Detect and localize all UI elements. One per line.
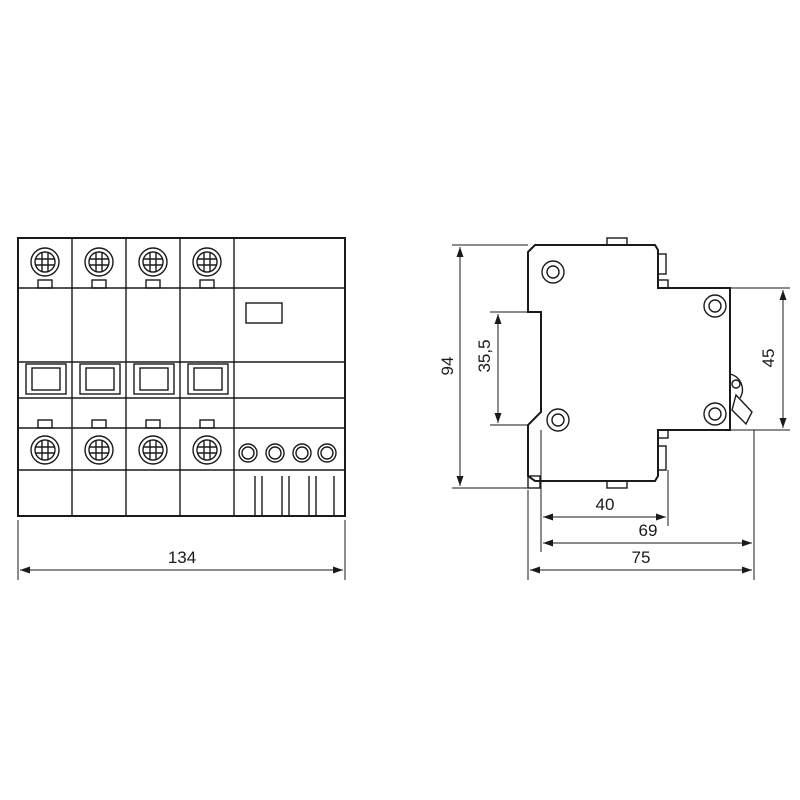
screw-terminal-icon (192, 247, 222, 277)
screw-terminal-icon (138, 435, 168, 465)
lever-slot-inner (85, 367, 115, 391)
screw-icon (546, 408, 570, 432)
terminal-tab (145, 279, 161, 289)
screw-terminal-icon (84, 247, 114, 277)
bottom-clip (606, 480, 628, 489)
front-body-outline (17, 237, 346, 517)
terminal-tab (91, 279, 107, 289)
top-terminal-screws (30, 247, 222, 277)
height-dimension-label: 94 (438, 357, 457, 376)
terminal-tab (91, 419, 107, 429)
depth-dimension-label-2: 69 (639, 521, 658, 540)
top-clip (606, 237, 628, 246)
terminal-tab (37, 279, 53, 289)
side-clip (657, 253, 667, 275)
terminal-tab (199, 419, 215, 429)
din-rail-clip (527, 475, 541, 489)
screw-terminal-icon (30, 247, 60, 277)
lever-slot-inner (31, 367, 61, 391)
depth-dimension-label-1: 40 (596, 495, 615, 514)
lever-slot-inner (193, 367, 223, 391)
lever-slot (25, 363, 67, 395)
bottom-terminal-screws (30, 435, 222, 465)
terminal-tab (37, 419, 53, 429)
indicator-circle (238, 443, 258, 463)
inner-height-dimension-label: 35,5 (475, 339, 494, 372)
screw-terminal-icon (30, 435, 60, 465)
width-dimension-label: 134 (168, 548, 196, 567)
depth-dimension-label-3: 75 (632, 548, 651, 567)
terminal-tab (145, 419, 161, 429)
test-button-window (245, 302, 283, 324)
indicator-circle (265, 443, 285, 463)
screw-icon (703, 294, 727, 318)
side-body-profile (527, 244, 731, 482)
lever-slot-inner (139, 367, 169, 391)
screw-icon (703, 402, 727, 426)
rcd-indicator-circles (238, 443, 337, 463)
terminal-tab (199, 279, 215, 289)
lever-slot (187, 363, 229, 395)
screw-terminal-icon (84, 435, 114, 465)
indicator-circle (317, 443, 337, 463)
screw-terminal-icon (138, 247, 168, 277)
screw-icon (541, 260, 565, 284)
side-clip (657, 429, 669, 439)
screw-terminal-icon (192, 435, 222, 465)
side-view: 94 35,5 45 40 69 75 (438, 237, 790, 580)
lever-slots (25, 363, 229, 395)
lever-slot (133, 363, 175, 395)
side-clip (657, 279, 669, 289)
right-height-dimension-label: 45 (759, 349, 778, 368)
side-clip (657, 445, 667, 471)
front-view: 134 (17, 237, 346, 580)
lever-slot (79, 363, 121, 395)
indicator-circle (292, 443, 312, 463)
rcd-vertical-slots (254, 476, 335, 516)
switch-lever-icon (729, 373, 753, 426)
